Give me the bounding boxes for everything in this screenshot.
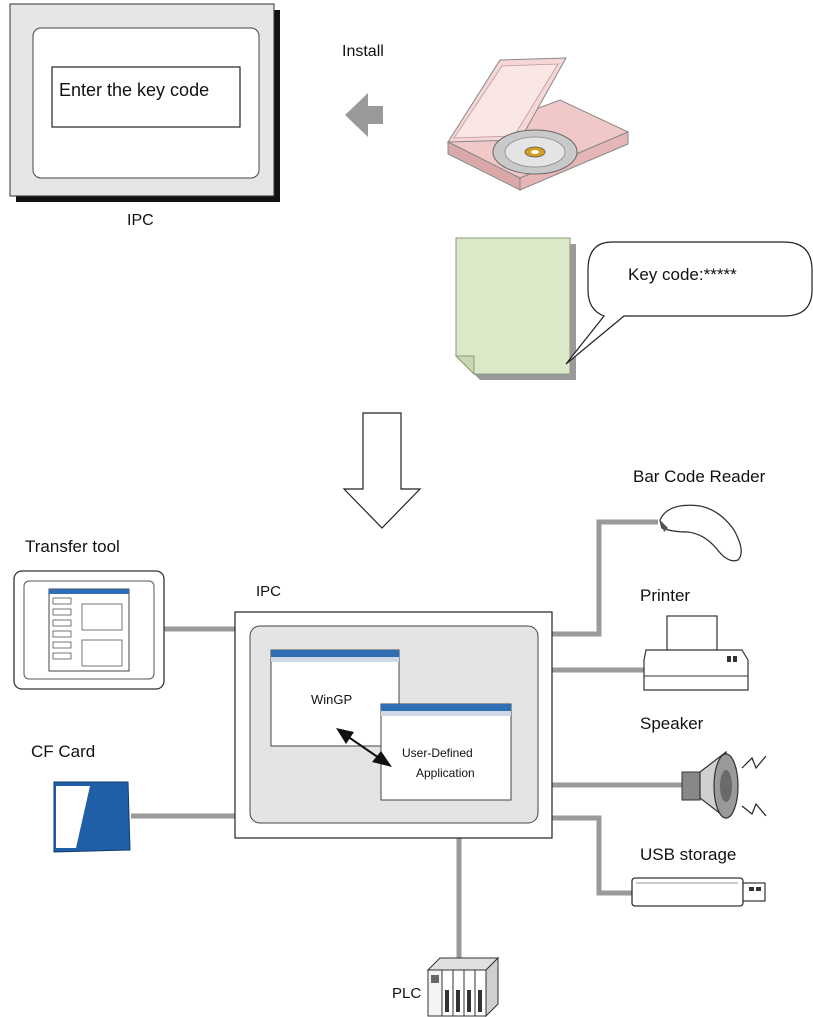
usb-storage-label: USB storage [640, 845, 737, 864]
user-app-window [380, 703, 512, 801]
speaker-icon [681, 750, 767, 820]
printer-icon [643, 615, 749, 691]
key-code-dialog [51, 66, 241, 128]
install-label: Install [342, 43, 384, 60]
speech-bubble-icon [565, 241, 813, 365]
connectors [131, 519, 682, 958]
ipc-monitor-top [9, 3, 280, 202]
left-arrow-icon [345, 93, 383, 137]
plc-icon [426, 956, 500, 1017]
transfer-tool-label: Transfer tool [25, 537, 120, 556]
user-app-label-line2: Application [416, 766, 475, 780]
barcode-reader-icon [659, 504, 742, 562]
bar-code-reader-label: Bar Code Reader [633, 467, 766, 486]
usb-stick-icon [631, 877, 766, 907]
ipc-main-label: IPC [256, 583, 282, 600]
cd-case-icon [446, 57, 630, 191]
wingp-label: WinGP [311, 692, 353, 707]
double-arrow-icon [336, 728, 392, 767]
key-code-text: Key code:***** [628, 265, 737, 284]
down-arrow-icon [342, 412, 422, 529]
wingp-window [270, 649, 400, 747]
speaker-label: Speaker [640, 714, 704, 733]
ipc-dialog-text: Enter the key code [59, 80, 210, 100]
document-icon [454, 237, 576, 380]
printer-label: Printer [640, 586, 691, 605]
cf-card-label: CF Card [31, 742, 96, 761]
user-app-label-line1: User-Defined [402, 746, 473, 760]
plc-label: PLC [392, 985, 422, 1002]
ipc-top-label: IPC [127, 212, 154, 229]
monitor-icon [13, 570, 165, 690]
cf-card-icon [53, 781, 131, 853]
